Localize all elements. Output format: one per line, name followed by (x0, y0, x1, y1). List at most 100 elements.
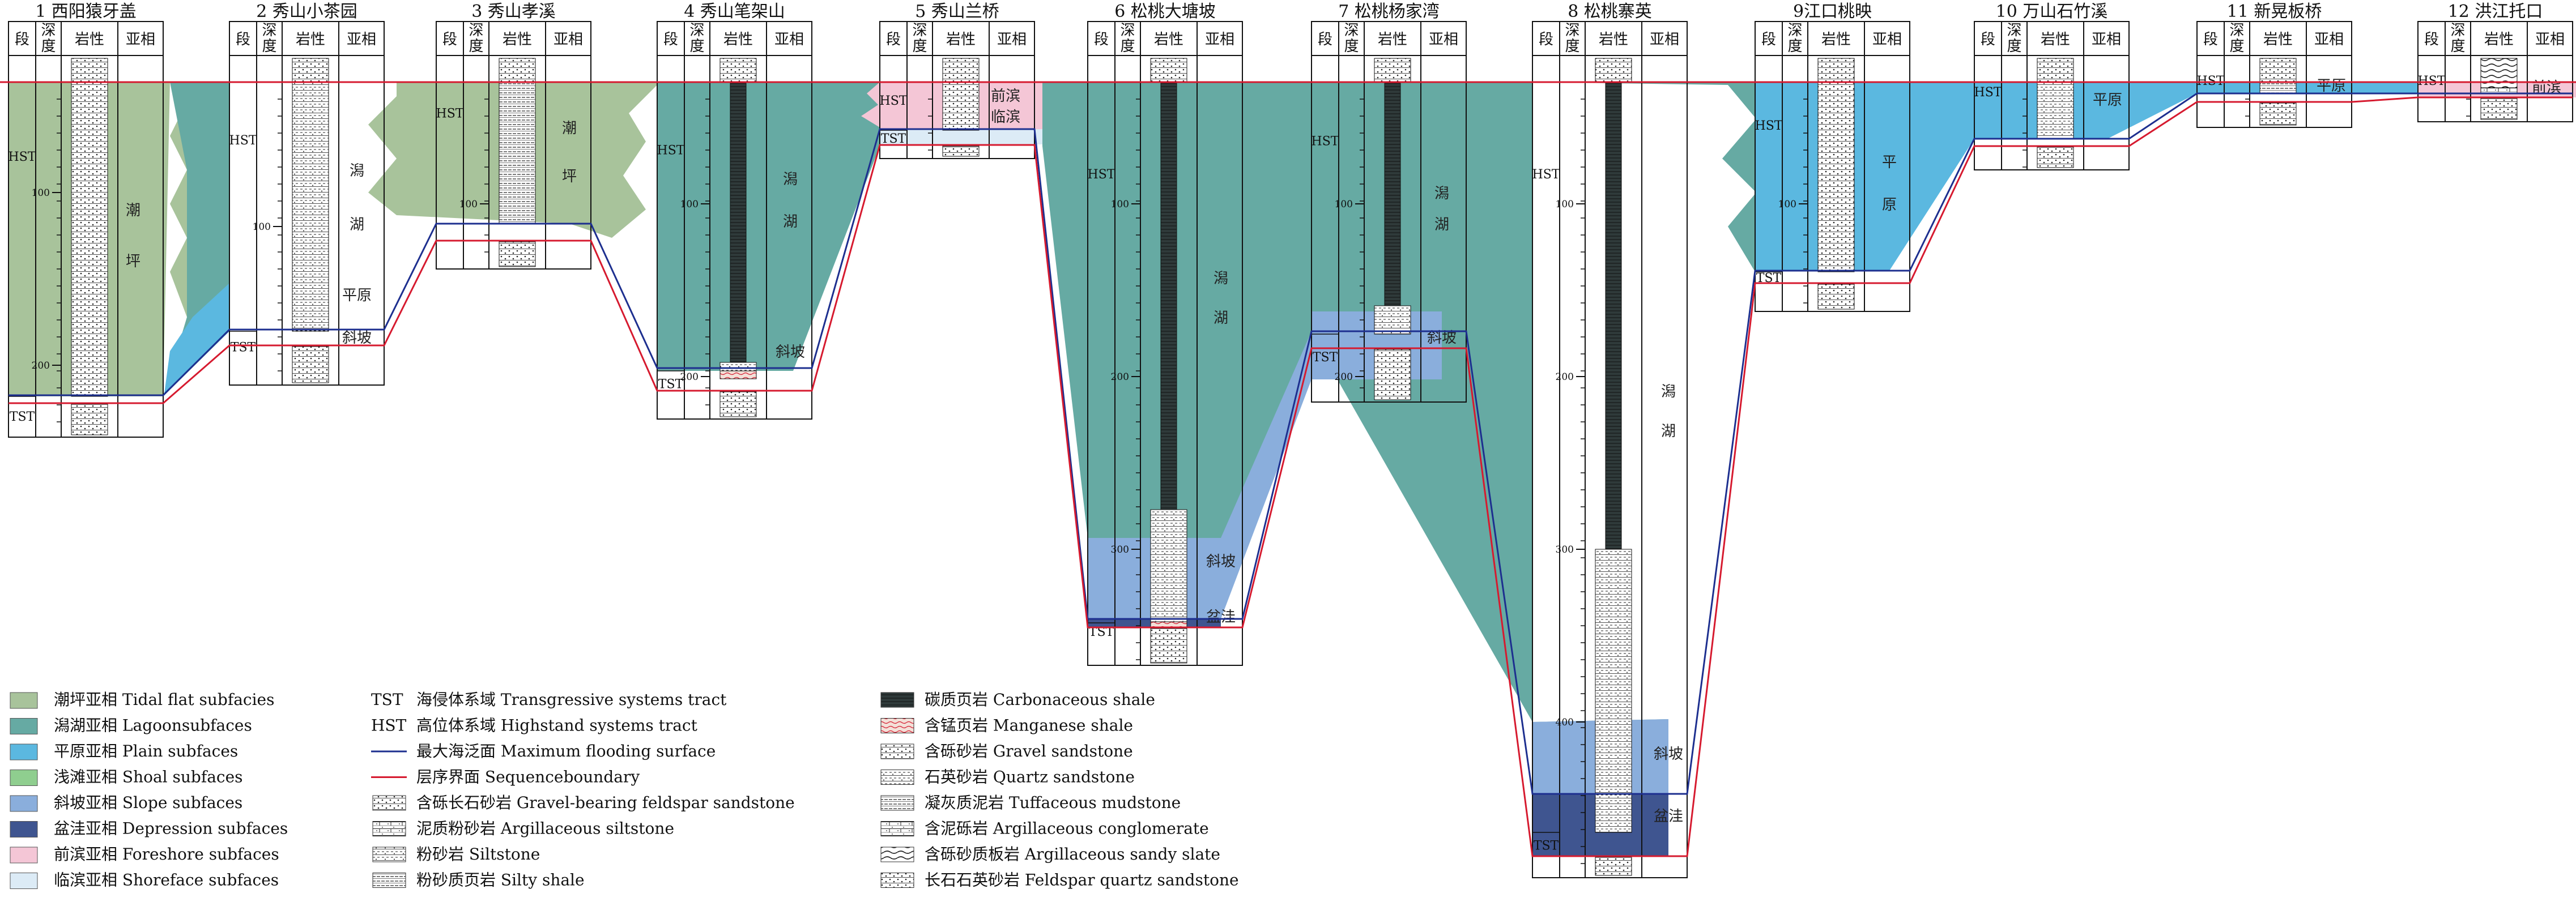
depth-label: 100 (1556, 199, 1574, 210)
header-depth-1: 深 (2007, 22, 2021, 39)
lithology-base-bed (719, 391, 757, 417)
legend-tract-label: 海侵体系域 Transgressive systems tract (416, 690, 727, 709)
legend-lith-swatch (880, 821, 914, 836)
header-segment: 段 (442, 31, 457, 48)
plain-fill-3 (2197, 82, 2418, 93)
legend-lith-swatch (880, 795, 914, 811)
legend-lith-label: 含锰页岩 Manganese shale (925, 716, 1133, 735)
subfacies-label: 盆洼 (1654, 808, 1683, 825)
legend-facies-label: 临滨亚相 Shoreface subfaces (54, 871, 279, 890)
shoreface-fill-1 (880, 129, 1042, 146)
lithology-top-bed (499, 58, 536, 83)
header-subfacies: 亚相 (774, 31, 804, 48)
subfacies-label: 潟 (1661, 383, 1676, 400)
header-segment: 段 (663, 31, 678, 48)
header-subfacies: 亚相 (126, 31, 155, 48)
depth-label: 200 (1335, 371, 1353, 383)
lithology-top-bed (1150, 58, 1187, 83)
header-segment: 段 (1539, 31, 1553, 48)
column-header-box (436, 21, 591, 56)
subfacies-label: 平原 (342, 287, 372, 304)
legend-facies-label: 潟湖亚相 Lagoonsubfaces (54, 716, 252, 735)
sequence-boundary-line (8, 96, 2573, 857)
subfacies-label: 湖 (1661, 423, 1676, 440)
legend-facies-label: 前滨亚相 Foreshore subfaces (54, 845, 279, 864)
systems-tract-label-hst: HST (1088, 168, 1115, 182)
column-body-box (2196, 55, 2352, 128)
lithology-silt-bed (1595, 549, 1632, 833)
subfacies-label: 临滨 (991, 109, 1020, 126)
depth-label: 300 (1111, 544, 1129, 555)
subfacies-label: 湖 (1214, 310, 1228, 327)
legend-lith-swatch (880, 743, 914, 759)
lithology-top-bed (292, 58, 329, 83)
legend-swatch-facies (10, 847, 38, 864)
header-depth-2: 度 (1120, 38, 1135, 55)
subfacies-label: 斜坡 (1654, 746, 1683, 763)
legend-lith-label: 含砾砂质板岩 Argillaceous sandy slate (925, 845, 1220, 864)
subfacies-label: 湖 (350, 216, 364, 233)
header-depth-2: 度 (2229, 38, 2244, 55)
subfacies-label: 斜坡 (776, 344, 805, 361)
lithology-main-bed (942, 82, 980, 131)
column-header-box (879, 21, 1035, 56)
lithology-top-bed (1595, 58, 1632, 83)
header-subfacies: 亚相 (1205, 31, 1234, 48)
depth-label: 200 (1556, 371, 1574, 383)
header-depth-1: 深 (1787, 22, 1802, 39)
header-depth-2: 度 (1565, 38, 1579, 55)
column-header-box (1755, 21, 1910, 56)
column-body-box (8, 55, 164, 438)
column-header-box (8, 21, 164, 56)
subfacies-label: 斜坡 (1427, 330, 1457, 347)
lithology-base-bed (71, 404, 108, 435)
plain-fill-2 (1755, 82, 2197, 271)
column-4: 4 秀山笔架山段深度岩性亚相100200HSTTST潟湖斜坡 (657, 2, 812, 420)
header-lithology: 岩性 (2041, 31, 2070, 48)
header-depth-2: 度 (689, 38, 704, 55)
subfacies-label: 坪 (562, 168, 577, 185)
legend-swatch-facies (10, 692, 38, 709)
legend-lith-label: 长石石英砂岩 Feldspar quartz sandstone (925, 871, 1239, 890)
legend-swatch-facies (10, 821, 38, 837)
systems-tract-label-tst: TST (231, 341, 256, 355)
lithology-top-bed (1817, 58, 1855, 83)
legend-lith-swatch (880, 873, 914, 888)
header-depth-1: 深 (262, 22, 276, 39)
lithology-top-bed (71, 58, 108, 83)
systems-tract-label-hst: HST (1312, 134, 1339, 148)
lithology-base-bed (1817, 284, 1855, 310)
legend-swatch-facies (10, 718, 38, 734)
column-body-box (879, 55, 1035, 159)
depth-label: 100 (1778, 199, 1796, 210)
lithology-base-bed (292, 346, 329, 383)
lithology-main-bed (2037, 82, 2074, 139)
depth-label: 100 (1335, 199, 1353, 210)
legend-facies-label: 浅滩亚相 Shoal subfaces (54, 768, 243, 787)
header-subfacies: 亚相 (1429, 31, 1458, 48)
column-1: 1 西阳猿牙盖段深度岩性亚相100200HSTTST潮坪 (8, 2, 164, 438)
subfacies-label: 前滨 (991, 88, 1020, 105)
legend-lith-swatch (372, 847, 406, 862)
header-lithology: 岩性 (2484, 31, 2514, 48)
subfacies-label: 湖 (1434, 216, 1449, 233)
depth-label: 200 (680, 371, 699, 383)
column-5: 5 秀山兰桥段深度岩性亚相HSTTST前滨临滨 (879, 2, 1035, 159)
subfacies-label: 盆洼 (1206, 609, 1236, 626)
legend-tract-abbr: HST (371, 716, 407, 735)
subfacies-label: 潟 (783, 171, 798, 188)
systems-tract-label-tst: TST (658, 378, 684, 392)
subfacies-label: 潟 (1214, 270, 1228, 287)
lithology-base-bed (1595, 857, 1632, 876)
header-lithology: 岩性 (296, 31, 325, 48)
header-lithology: 岩性 (946, 31, 976, 48)
column-body-box (1311, 55, 1467, 403)
header-lithology: 岩性 (75, 31, 104, 48)
systems-tract-label-tst: TST (1313, 351, 1338, 365)
column-title-10: 10 万山石竹溪 (1996, 2, 2108, 22)
header-lithology: 岩性 (1821, 31, 1851, 48)
column-title-6: 6 松桃大塘坡 (1114, 2, 1216, 22)
column-title-11: 11 新晃板桥 (2227, 2, 2322, 22)
subfacies-label: 潮 (126, 202, 140, 219)
column-body-box (1087, 55, 1243, 666)
